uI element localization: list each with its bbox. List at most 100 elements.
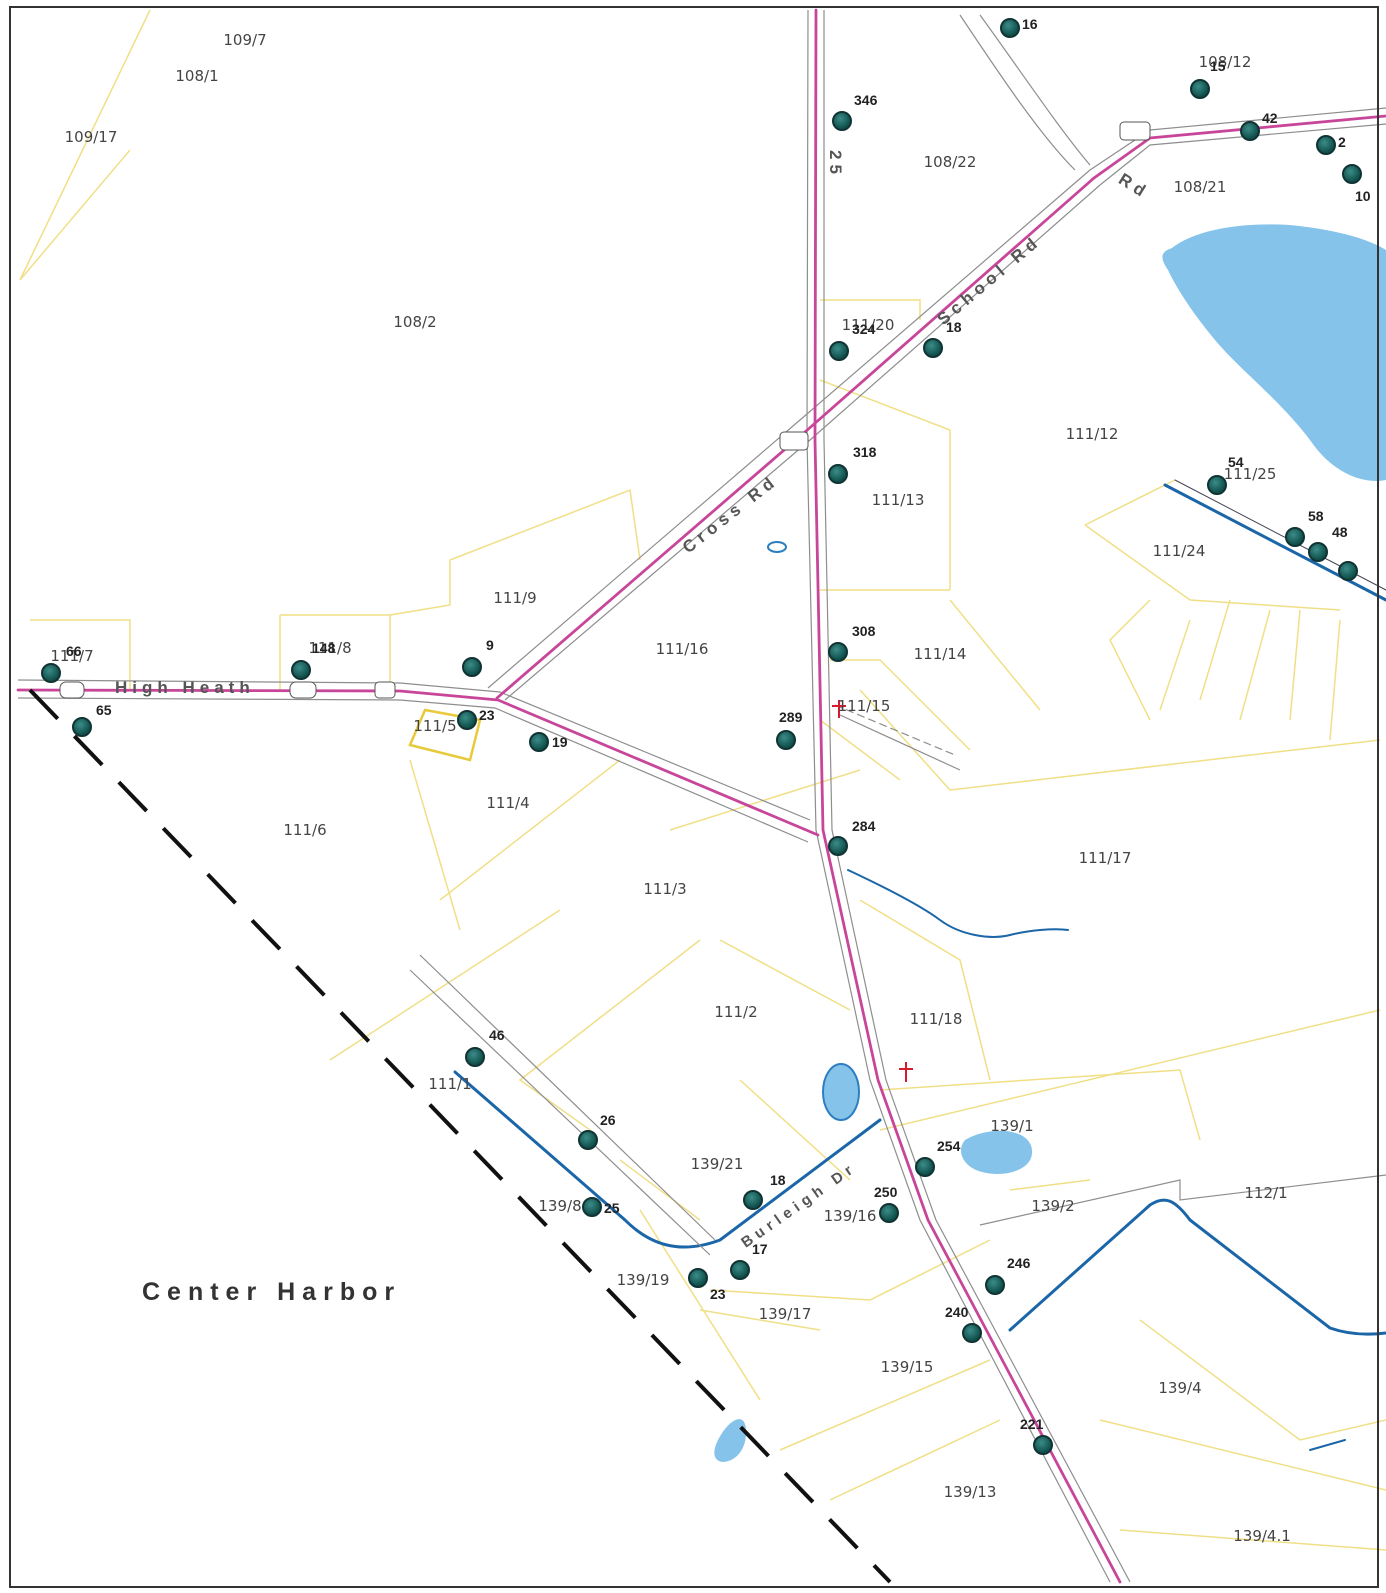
parcel-label: 139/2	[1031, 1197, 1075, 1215]
parcel-label: 111/24	[1152, 542, 1206, 560]
house-number: 42	[1262, 110, 1278, 126]
parcel-label: 111/14	[913, 645, 967, 663]
parcel-lines	[19, 9, 1386, 1551]
parcel-label: 108/22	[923, 153, 977, 171]
address-marker	[465, 1047, 485, 1067]
parcel-label: 111/1	[428, 1075, 472, 1093]
parcel-label: 111/13	[871, 491, 925, 509]
house-number: 289	[779, 709, 803, 725]
parcel-label: 111/4	[486, 794, 530, 812]
house-number: 23	[479, 707, 495, 723]
parcel-label: 111/25	[1223, 465, 1277, 483]
parcel-label: 111/20	[841, 316, 895, 334]
high-heath-road	[16, 688, 820, 837]
house-number: 324	[852, 321, 876, 337]
house-number: 54	[1228, 454, 1244, 470]
parcel-label: 111/15	[837, 697, 891, 715]
house-number: 284	[852, 818, 876, 834]
parcel-label: 109/7	[223, 31, 267, 49]
house-number: 148	[312, 640, 336, 656]
address-marker	[1285, 527, 1305, 547]
house-number: 16	[1022, 16, 1038, 32]
address-marker	[915, 1157, 935, 1177]
address-marker	[688, 1268, 708, 1288]
pond-tiny	[767, 541, 787, 553]
address-marker	[41, 663, 61, 683]
parcel-label: 111/9	[493, 589, 537, 607]
pond-small-center	[822, 1063, 860, 1121]
house-number: 15	[1210, 58, 1226, 74]
address-marker	[462, 657, 482, 677]
parcel-label: 111/12	[1065, 425, 1119, 443]
house-number: 46	[489, 1027, 505, 1043]
parcel-label: 111/7	[50, 647, 94, 665]
address-marker	[1342, 164, 1362, 184]
address-marker	[828, 836, 848, 856]
parcel-label: 111/2	[714, 1003, 758, 1021]
house-number: 10	[1355, 188, 1371, 204]
parcel-label: 139/17	[758, 1305, 812, 1323]
address-marker	[1033, 1435, 1053, 1455]
house-number: 250	[874, 1184, 898, 1200]
parcel-label: 111/18	[909, 1010, 963, 1028]
address-marker	[582, 1197, 602, 1217]
address-marker	[1190, 79, 1210, 99]
house-number: 2	[1338, 134, 1346, 150]
road-casings	[17, 9, 1386, 1583]
address-marker	[1308, 542, 1328, 562]
house-number: 66	[66, 643, 82, 659]
roads-magenta	[16, 8, 1386, 1584]
house-number: 65	[96, 702, 112, 718]
address-marker	[962, 1323, 982, 1343]
address-marker	[1316, 135, 1336, 155]
address-marker	[743, 1190, 763, 1210]
address-marker	[829, 341, 849, 361]
parcel-label: 108/2	[393, 313, 437, 331]
house-number: 18	[946, 319, 962, 335]
address-marker	[1207, 475, 1227, 495]
parcel-label: 112/1	[1244, 1184, 1288, 1202]
house-number: 246	[1007, 1255, 1031, 1271]
parcel-label: 111/16	[655, 640, 709, 658]
house-number: 254	[937, 1138, 961, 1154]
parcel-label: 139/1	[990, 1117, 1034, 1135]
address-marker	[879, 1203, 899, 1223]
parcel-label: 111/5	[413, 717, 457, 735]
parcel-label: 139/13	[943, 1483, 997, 1501]
road-label-route-25: 25	[826, 150, 845, 179]
house-number: 17	[752, 1241, 768, 1257]
road-label-high-heath: High Heath	[115, 678, 255, 697]
pond-east	[1162, 224, 1386, 481]
address-marker	[529, 732, 549, 752]
parcel-label: 139/19	[616, 1271, 670, 1289]
parcel-label: 139/4.1	[1233, 1527, 1291, 1545]
parcel-label: 111/6	[283, 821, 327, 839]
parcel-label: 108/1	[175, 67, 219, 85]
address-marker	[985, 1275, 1005, 1295]
parcel-label: 139/15	[880, 1358, 934, 1376]
address-marker	[1000, 18, 1020, 38]
town-line	[28, 688, 892, 1584]
house-number: 23	[710, 1286, 726, 1302]
address-marker	[291, 660, 311, 680]
address-marker	[1240, 121, 1260, 141]
address-marker	[730, 1260, 750, 1280]
address-marker	[923, 338, 943, 358]
house-number: 240	[945, 1304, 969, 1320]
pond-south	[714, 1419, 747, 1462]
address-marker	[578, 1130, 598, 1150]
address-marker	[832, 111, 852, 131]
parcel-label: 139/8	[538, 1197, 582, 1215]
parcel-label: 139/4	[1158, 1379, 1202, 1397]
house-number: 18	[770, 1172, 786, 1188]
parcel-label: 108/12	[1198, 53, 1252, 71]
parcel-label: 108/21	[1173, 178, 1227, 196]
house-number: 48	[1332, 524, 1348, 540]
house-number: 19	[552, 734, 568, 750]
address-marker	[776, 730, 796, 750]
cemetery-markers	[832, 700, 913, 1082]
house-number: 318	[853, 444, 877, 460]
house-number: 308	[852, 623, 876, 639]
address-marker	[828, 464, 848, 484]
